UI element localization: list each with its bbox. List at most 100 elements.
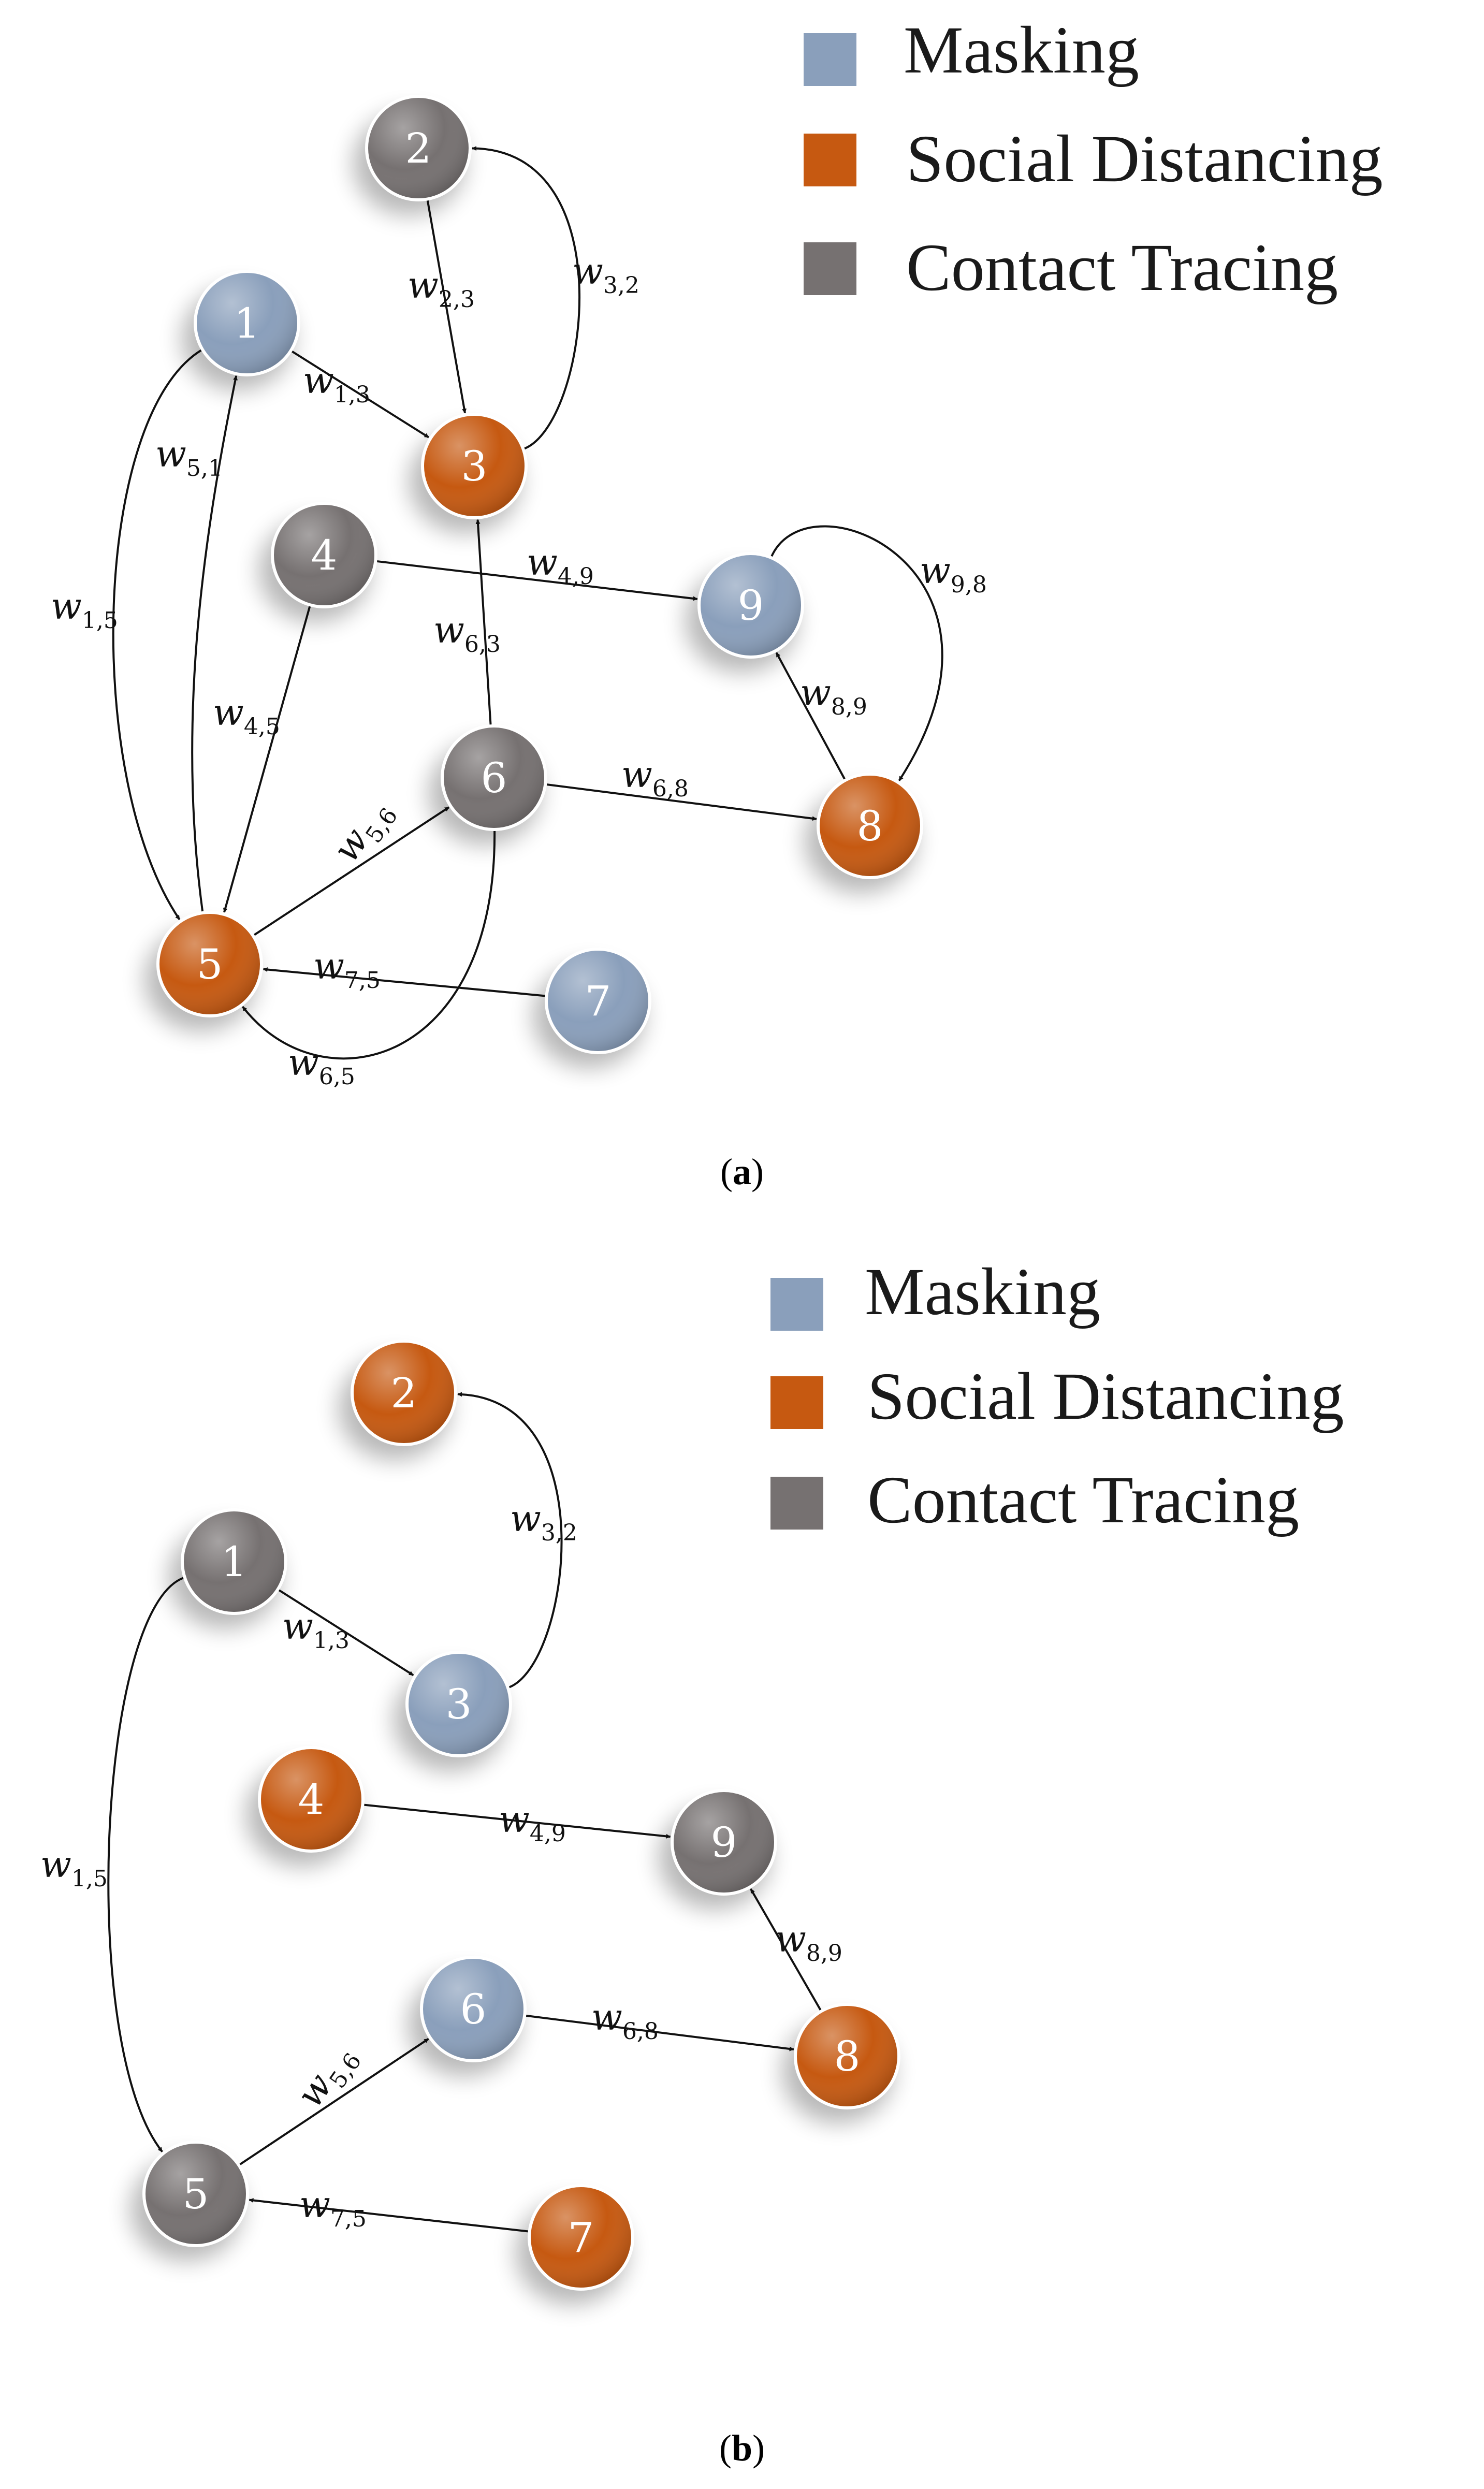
edge-4-5 (223, 604, 311, 913)
node-gloss (820, 776, 920, 876)
legend-label-masking: Masking (865, 1255, 1100, 1329)
node-label: 2 (405, 124, 432, 172)
node-6: 6 (429, 724, 547, 845)
node-gloss (409, 1654, 509, 1754)
node-label: 6 (481, 754, 507, 802)
edge-label-symbol: w (775, 1918, 806, 1960)
node-gloss (274, 505, 374, 605)
edge-6-8 (524, 2014, 794, 2051)
edge-label-2-3: w2,3 (408, 264, 475, 313)
edge-label-6-3: w6,3 (433, 609, 501, 658)
panel-caption-b: (b) (719, 2427, 765, 2469)
edge-label-subscript: 3,2 (603, 272, 639, 299)
edge-label-symbol: w (572, 250, 603, 293)
edge-6-3 (475, 519, 492, 726)
edge-4-9 (375, 560, 698, 601)
legend-b: Masking Social Distancing Contact Tracin… (770, 1255, 1344, 1537)
edge-label-symbol: w (303, 359, 334, 402)
node-label: 3 (461, 442, 488, 490)
edge-label-1-3: w1,3 (303, 359, 370, 408)
edge-label-symbol: w (510, 1497, 541, 1540)
edge-label-subscript: 1,3 (334, 382, 370, 408)
edge-label-symbol: w (155, 433, 186, 475)
node-1: 1 (182, 270, 300, 390)
edge-label-subscript: 1,5 (82, 607, 118, 634)
node-label: 7 (585, 977, 612, 1025)
node-label: 8 (857, 802, 883, 850)
node-3: 3 (409, 413, 528, 533)
edge-label-subscript: 6,8 (652, 776, 689, 802)
panel-b: w1,3w3,2w1,5w4,9w8,9w6,8w5,6w7,5 1234567… (40, 1340, 900, 2469)
edge-label-6-5: w6,5 (288, 1041, 355, 1090)
edge-label-subscript: 6,3 (464, 631, 501, 658)
edge-label-subscript: 4,5 (244, 714, 280, 740)
node-7: 7 (533, 948, 651, 1068)
edge-label-7-5: w7,5 (313, 945, 381, 994)
edge-5-6 (238, 2037, 429, 2166)
edge-label-5-6: w5,6 (288, 2035, 367, 2118)
legend-swatch-social-distancing (804, 134, 856, 186)
edge-label-symbol: w (299, 2184, 330, 2226)
edge-label-subscript: 3,2 (541, 1520, 577, 1546)
edge-label-3-2: w3,2 (572, 250, 639, 299)
legend-label-social-distancing: Social Distancing (906, 122, 1383, 196)
edge-label-8-9: w8,9 (800, 672, 867, 720)
node-label: 3 (446, 1680, 472, 1728)
node-gloss (261, 1749, 361, 1850)
node-label: 1 (221, 1538, 248, 1586)
node-gloss (184, 1511, 284, 1612)
node-gloss (797, 2006, 897, 2106)
edge-1-3 (277, 1588, 414, 1677)
edge-label-subscript: 6,5 (319, 1064, 355, 1090)
legend-swatch-masking (770, 1278, 823, 1331)
node-8: 8 (782, 2003, 900, 2123)
legend-label-contact-tracing: Contact Tracing (867, 1463, 1299, 1537)
node-gloss (368, 98, 469, 198)
edge-2-3 (426, 199, 467, 414)
edge-label-9-8: w9,8 (920, 549, 987, 598)
edge-5-1 (191, 375, 238, 913)
node-gloss (701, 555, 801, 656)
legend-swatch-masking (804, 33, 856, 86)
node-gloss (531, 2187, 631, 2288)
edge-label-subscript: 6,8 (622, 2018, 659, 2045)
legend-swatch-contact-tracing (804, 242, 856, 295)
node-label: 4 (298, 1775, 325, 1824)
edge-1-5 (107, 1576, 185, 2152)
edge-label-symbol: w (527, 541, 558, 584)
node-label: 7 (568, 2214, 594, 2262)
legend-swatch-social-distancing (770, 1376, 823, 1429)
panel-caption-letter-b: b (732, 2427, 752, 2469)
node-gloss (159, 914, 260, 1014)
legend-label-social-distancing: Social Distancing (867, 1359, 1344, 1434)
edge-label-subscript: 7,5 (344, 967, 381, 994)
edge-4-9 (362, 1803, 671, 1839)
node-label: 8 (834, 2032, 861, 2080)
node-gloss (424, 416, 525, 516)
node-4: 4 (246, 1746, 365, 1867)
node-7: 7 (516, 2184, 634, 2305)
node-label: 9 (738, 581, 764, 630)
edge-6-5 (242, 829, 496, 1060)
edge-label-symbol: w (51, 585, 82, 628)
edge-3-2 (472, 146, 580, 450)
legend-label-masking: Masking (904, 13, 1139, 88)
panel-caption-a: (a) (720, 1151, 764, 1192)
edge-label-4-5: w4,5 (213, 691, 280, 740)
node-gloss (197, 273, 297, 373)
panel-caption-letter-a: a (733, 1151, 751, 1192)
node-9: 9 (659, 1789, 777, 1910)
edge-label-3-2: w3,2 (510, 1497, 577, 1546)
node-label: 5 (197, 940, 223, 988)
edge-label-symbol: w (213, 691, 244, 734)
edge-9-8 (770, 525, 943, 781)
edge-label-4-9: w4,9 (527, 541, 594, 590)
edge-label-8-9: w8,9 (775, 1918, 842, 1967)
node-label: 2 (391, 1369, 417, 1417)
node-4: 4 (259, 502, 377, 622)
edge-label-symbol: w (591, 1996, 622, 2039)
edge-label-symbol: w (499, 1798, 530, 1841)
edge-label-symbol: w (40, 1843, 71, 1886)
edge-label-subscript: 1,3 (313, 1627, 350, 1654)
